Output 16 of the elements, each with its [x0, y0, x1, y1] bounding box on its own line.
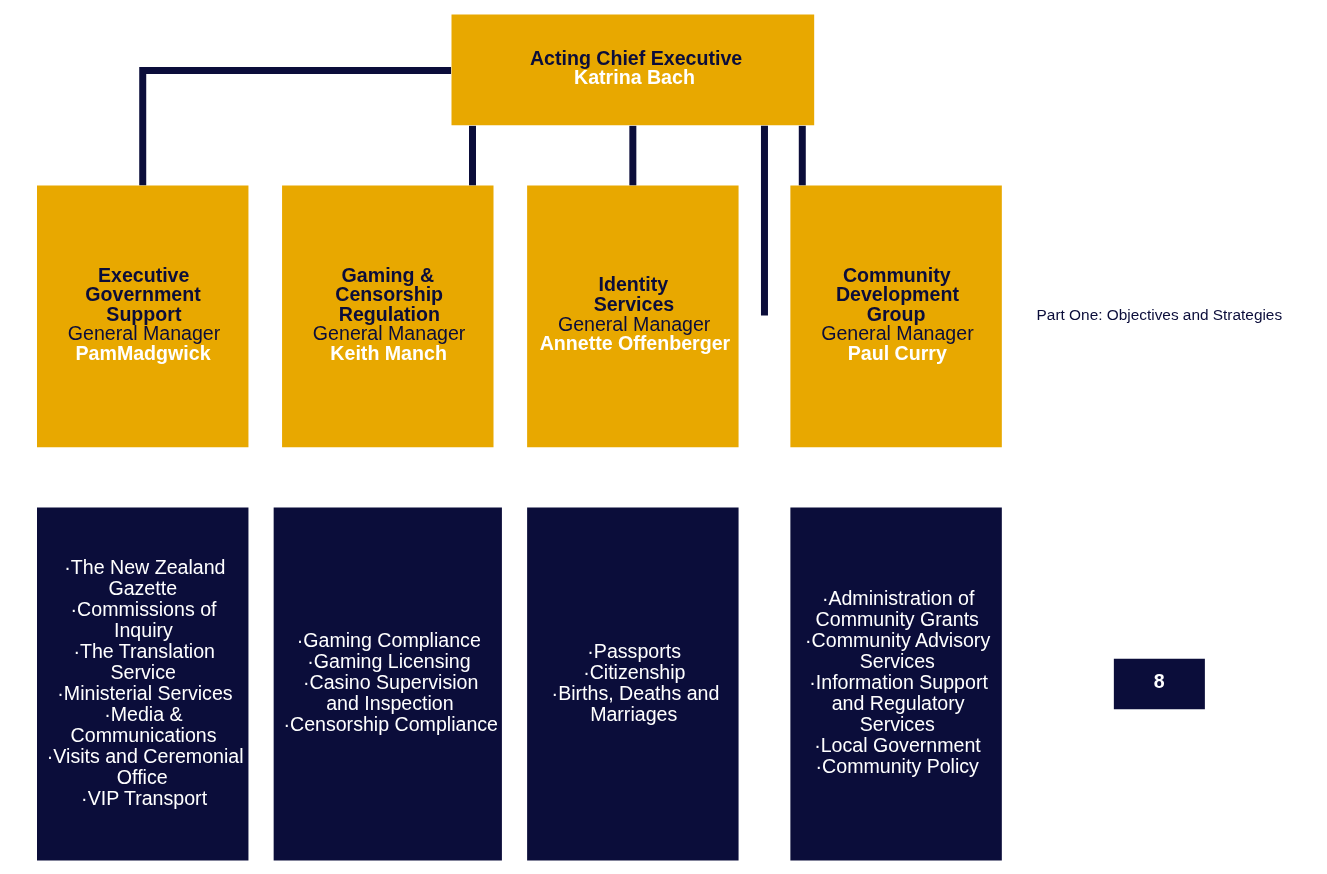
node-box: ·The New Zealand Gazette ·Commissions of Inquiry ·The Translation Service ·Ministerial Services ·Media & Communications ·Visits and Ceremonial Office ·VIP Transport — [36, 507, 248, 860]
node-box: Community Development Group General Manager Paul Curry — [789, 184, 1002, 447]
connector — [468, 125, 476, 185]
node-box: ·Passports ·Citizenship ·Births, Deaths and Marriages — [526, 507, 739, 860]
connector — [628, 125, 636, 185]
node-box: Acting Chief Executive Katrina Bach — [451, 14, 814, 125]
connector — [760, 125, 768, 316]
node-box: Gaming & Censorship Regulation General Manager Keith Manch — [281, 184, 493, 447]
node-box: Executive Government Support General Manager PamMadgwick — [36, 184, 248, 447]
label: 8 — [1153, 669, 1165, 692]
node-box: ·Gaming Compliance ·Gaming Licensing ·Casino Supervision and Inspection ·Censorship Compliance — [273, 507, 502, 860]
node-box: ·Administration of Community Grants ·Community Advisory Services ·Information Support and Regulatory Services ·Local Government ·Community Policy — [789, 507, 1002, 860]
label: Part One: Objectives and Strategies — [1036, 305, 1282, 323]
node-box: Identity Services General Manager Annette Offenberger — [526, 184, 739, 447]
connector — [798, 125, 806, 185]
connector — [138, 66, 451, 185]
